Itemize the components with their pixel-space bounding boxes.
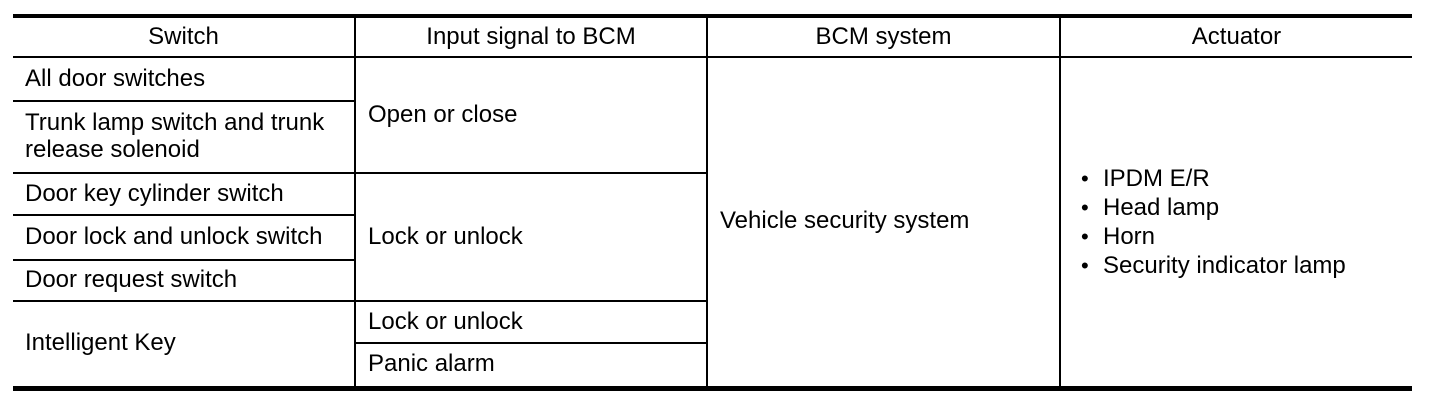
column-header-actuator: Actuator	[1059, 15, 1412, 58]
list-item: • Security indicator lamp	[1081, 251, 1404, 280]
list-item: • IPDM E/R	[1081, 164, 1404, 193]
cell-actuator-list: • IPDM E/R • Head lamp • Horn • Security ind…	[1059, 56, 1412, 389]
bullet-icon: •	[1081, 252, 1089, 278]
table-row: All door switches Open or close Vehicle …	[13, 56, 1412, 389]
cell-trunk-lamp-switch: Trunk lamp switch and trunk release sole…	[13, 100, 356, 174]
table-row: Trunk lamp switch and trunk release sole…	[13, 100, 1412, 174]
cell-door-request-switch: Door request switch	[13, 259, 356, 302]
actuator-item-label: Security indicator lamp	[1103, 251, 1346, 279]
bullet-icon: •	[1081, 194, 1089, 220]
bullet-icon: •	[1081, 223, 1089, 249]
table-row: Door request switch	[13, 259, 1412, 302]
cell-lock-or-unlock-group: Lock or unlock	[354, 172, 708, 302]
column-header-bcm-system: BCM system	[706, 15, 1061, 58]
cell-open-or-close: Open or close	[354, 56, 708, 174]
actuator-item-label: Head lamp	[1103, 193, 1220, 221]
actuator-list: • IPDM E/R • Head lamp • Horn • Security ind…	[1081, 164, 1404, 280]
cell-intelligent-key: Intelligent Key	[13, 300, 356, 389]
table-row: Door lock and unlock switch	[13, 214, 1412, 261]
bullet-icon: •	[1081, 165, 1089, 191]
cell-text: Trunk lamp switch and trunk release sole…	[25, 109, 325, 163]
list-item: • Head lamp	[1081, 193, 1404, 222]
table-row: Panic alarm	[13, 342, 1412, 389]
actuator-item-label: IPDM E/R	[1103, 164, 1210, 192]
list-item: • Horn	[1081, 222, 1404, 251]
table-row: Intelligent Key Lock or unlock	[13, 300, 1412, 389]
table-header-row: Switch Input signal to BCM BCM system Ac…	[13, 15, 1412, 58]
actuator-item-label: Horn	[1103, 222, 1156, 250]
cell-panic-alarm: Panic alarm	[354, 342, 708, 389]
cell-all-door-switches: All door switches	[13, 56, 356, 102]
column-header-switch: Switch	[13, 15, 356, 58]
cell-vehicle-security-system: Vehicle security system	[706, 56, 1061, 389]
bcm-security-spec-table: Switch Input signal to BCM BCM system Ac…	[13, 14, 1412, 391]
table-row: Door key cylinder switch Lock or unlock	[13, 172, 1412, 302]
column-header-input-signal: Input signal to BCM	[354, 15, 708, 58]
cell-door-lock-and-unlock-switch: Door lock and unlock switch	[13, 214, 356, 261]
cell-lock-or-unlock-intelligent-key: Lock or unlock	[354, 300, 708, 344]
cell-door-key-cylinder-switch: Door key cylinder switch	[13, 172, 356, 216]
